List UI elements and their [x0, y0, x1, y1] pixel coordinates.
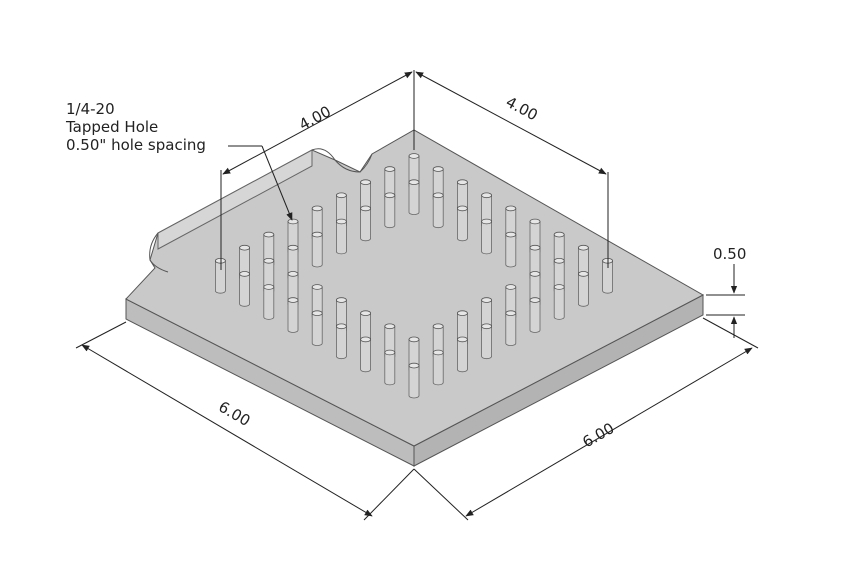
- extension-line: [413, 468, 469, 521]
- tapped-hole: [360, 205, 372, 242]
- tapped-hole: [408, 179, 420, 215]
- tapped-hole: [311, 231, 323, 268]
- tapped-hole: [456, 336, 468, 373]
- callout-hole-spacing: 0.50" hole spacing: [66, 136, 206, 154]
- extension-line: [702, 317, 759, 349]
- dimension-thickness: 0.50: [706, 245, 746, 338]
- tapped-hole: [263, 284, 275, 320]
- callout-hole-type: Tapped Hole: [66, 118, 159, 136]
- dimension-text-top-right: 4.00: [503, 93, 541, 125]
- tapped-hole: [505, 310, 517, 346]
- tapped-hole: [505, 231, 517, 268]
- notch-curve-lower: [149, 232, 169, 273]
- tapped-hole: [553, 284, 565, 320]
- dimension-line: [465, 347, 753, 517]
- tapped-hole: [311, 310, 323, 346]
- dimension-text-bottom-right: 6.00: [579, 419, 617, 451]
- dimension-text-bottom-left: 6.00: [215, 398, 253, 430]
- tapped-hole: [481, 218, 493, 255]
- tapped-hole: [456, 205, 468, 242]
- extension-line: [75, 321, 127, 349]
- tapped-hole: [335, 323, 347, 360]
- tapped-hole-callout: 1/4-20 Tapped Hole 0.50" hole spacing: [66, 100, 206, 154]
- dimension-text-thickness: 0.50: [713, 245, 746, 263]
- tapped-hole: [408, 362, 420, 399]
- tapped-hole: [384, 192, 396, 229]
- tapped-hole: [529, 297, 541, 333]
- tapped-hole: [335, 218, 347, 255]
- tapped-hole-pattern: [214, 153, 613, 399]
- dimension-text-top-left: 4.00: [296, 102, 334, 134]
- dimension-line: [222, 71, 413, 175]
- dimension-line: [415, 71, 607, 175]
- tapped-hole: [239, 271, 251, 307]
- tapped-hole: [287, 297, 299, 333]
- callout-leader: [228, 145, 293, 221]
- tapped-hole: [578, 271, 589, 307]
- tapped-hole: [214, 257, 226, 294]
- tapped-hole: [432, 192, 444, 229]
- tapped-hole: [432, 349, 444, 386]
- tapped-hole: [360, 336, 372, 373]
- tapped-hole: [384, 349, 396, 386]
- tapped-hole: [481, 323, 493, 360]
- dimension-line: [81, 344, 373, 517]
- extension-line: [363, 468, 415, 521]
- callout-thread-size: 1/4-20: [66, 100, 115, 118]
